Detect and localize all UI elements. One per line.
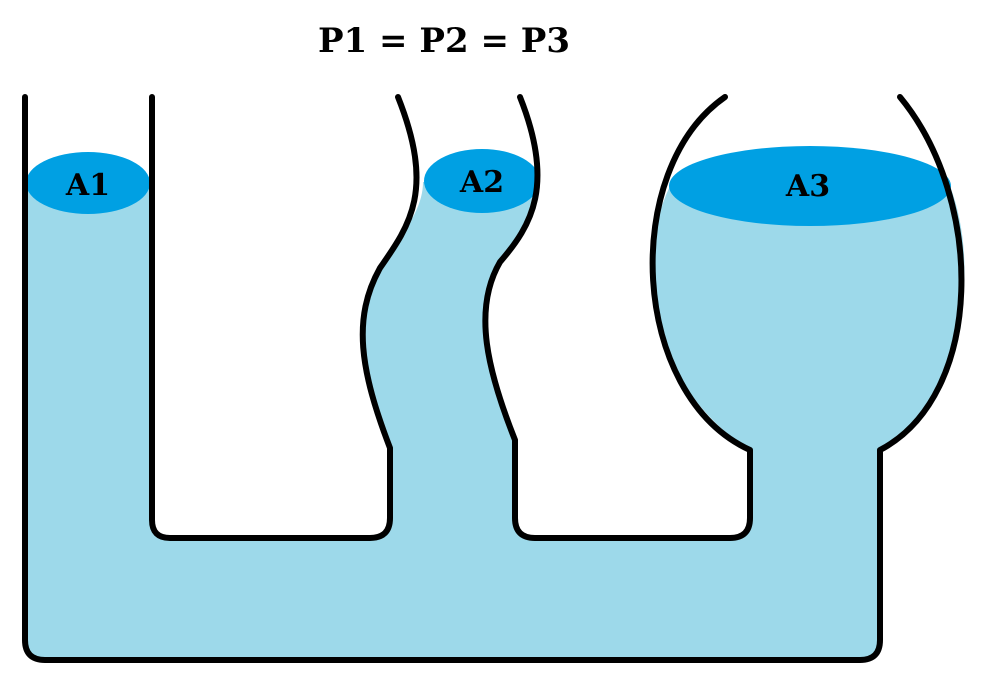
surface-a3-label: A3 [785, 169, 830, 204]
surface-a2-label: A2 [459, 165, 504, 200]
surface-a1 [26, 152, 150, 214]
surface-a2 [424, 149, 540, 213]
liquid-body [25, 182, 965, 660]
vessel-walls [22, 94, 965, 663]
inner-wall [149, 94, 420, 541]
middle-wall [482, 94, 753, 541]
surface-a1-label: A1 [65, 168, 110, 203]
surface-a3 [669, 146, 951, 226]
equation-label: P1 = P2 = P3 [318, 21, 570, 61]
outer-wall [22, 94, 965, 663]
